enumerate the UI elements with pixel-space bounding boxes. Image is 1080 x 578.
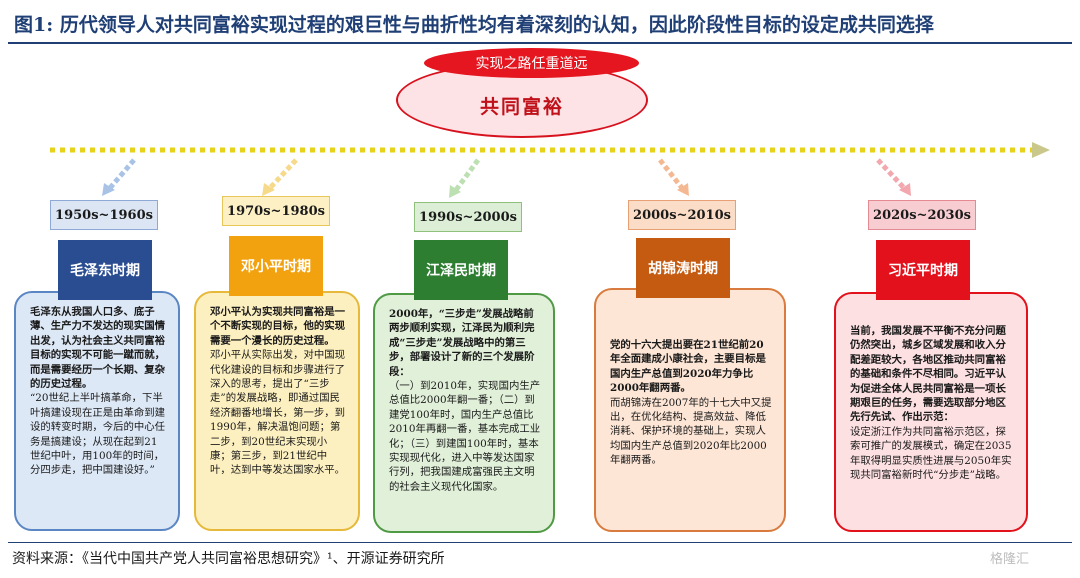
desc-box-5: 当前，我国发展不平衡不充分问题仍然突出，城乡区域发展和收入分配差距较大，各地区推… bbox=[834, 292, 1028, 532]
desc-bold-text-2: 邓小平认为实现共同富裕是一个不断实现的目标，他的实现需要一个漫长的历史过程。 bbox=[210, 306, 346, 347]
connector-arrow-4 bbox=[658, 158, 684, 190]
leader-box-4: 胡锦涛时期 bbox=[636, 238, 730, 298]
connector-arrowhead-4 bbox=[677, 183, 689, 196]
desc-normal-text-5: 设定浙江作为共同富裕示范区，探索可推广的发展模式，确定在2035年取得明显实质性… bbox=[850, 425, 1012, 482]
desc-box-1: 毛泽东从我国人口多、底子薄、生产力不发达的现实国情出发，认为社会主义共同富裕目标… bbox=[14, 291, 180, 531]
desc-normal-text-3: （一）到2010年，实现国内生产总值比2000年翻一番；（二）到建党100年时，… bbox=[389, 380, 541, 493]
figure-title-bar: 图1: 历代领导人对共同富裕实现过程的艰巨性与曲折性均有着深刻的认知，因此阶段性… bbox=[8, 6, 1072, 44]
connector-arrow-3 bbox=[453, 158, 481, 192]
source-note: 资料来源：《当代中国共产党人共同富裕思想研究》¹、开源证券研究所 bbox=[12, 551, 445, 567]
connector-arrowhead-1 bbox=[102, 183, 115, 196]
connector-arrowhead-3 bbox=[449, 185, 461, 198]
watermark-logo: 格隆汇 bbox=[990, 552, 1030, 567]
leader-box-3: 江泽民时期 bbox=[414, 240, 508, 300]
connector-arrow-5 bbox=[876, 158, 906, 190]
desc-box-3: 2000年，“三步走”发展战略前两步顺利实现，江泽民为顺利完成“三步走”发展战略… bbox=[373, 293, 555, 533]
connector-arrowhead-2 bbox=[262, 183, 275, 196]
leader-box-5: 习近平时期 bbox=[876, 240, 970, 300]
desc-normal-text-2: 邓小平从实际出发，对中国现代化建设的目标和步骤进行了深入的思考，提出了“三步走”… bbox=[210, 349, 346, 477]
footer-divider bbox=[8, 542, 1072, 543]
period-label-3: 1990s~2000s bbox=[414, 202, 522, 232]
desc-bold-text-4: 党的十六大提出要在21世纪前20年全面建成小康社会，主要目标是国内生产总值到20… bbox=[610, 339, 766, 395]
leader-box-1: 毛泽东时期 bbox=[58, 240, 152, 300]
period-label-4: 2000s~2010s bbox=[628, 200, 736, 230]
desc-normal-text-4: 而胡锦涛在2007年的十七大中又提出，在优化结构、提高效益、降低消耗、保护环境的… bbox=[610, 396, 772, 467]
title-underline bbox=[8, 42, 1072, 44]
connector-arrow-2 bbox=[268, 158, 298, 190]
connector-arrow-1 bbox=[108, 158, 136, 190]
leader-box-2: 邓小平时期 bbox=[229, 236, 323, 296]
period-label-2: 1970s~1980s bbox=[222, 196, 330, 226]
period-label-1: 1950s~1960s bbox=[50, 200, 158, 230]
desc-normal-text-1: “20世纪上半叶搞革命，下半叶搞建设现在正是由革命到建设的转变时期，今后的中心任… bbox=[30, 392, 166, 477]
goal-label-oval: 实现之路任重道远 bbox=[424, 48, 639, 78]
period-connector-arrows bbox=[102, 158, 911, 198]
desc-bold-text-1: 毛泽东从我国人口多、底子薄、生产力不发达的现实国情出发，认为社会主义共同富裕目标… bbox=[30, 306, 166, 391]
desc-bold-text-3: 2000年，“三步走”发展战略前两步顺利实现，江泽民为顺利完成“三步走”发展战略… bbox=[389, 308, 535, 378]
connector-arrowhead-5 bbox=[899, 183, 911, 196]
desc-box-4: 党的十六大提出要在21世纪前20年全面建成小康社会，主要目标是国内生产总值到20… bbox=[594, 288, 786, 532]
timeline-arrowhead bbox=[1032, 142, 1050, 158]
period-label-5: 2020s~2030s bbox=[868, 200, 976, 230]
desc-box-2: 邓小平认为实现共同富裕是一个不断实现的目标，他的实现需要一个漫长的历史过程。 邓… bbox=[194, 291, 360, 531]
desc-bold-text-5: 当前，我国发展不平衡不充分问题仍然突出，城乡区域发展和收入分配差距较大，各地区推… bbox=[850, 325, 1006, 424]
figure-title: 图1: 历代领导人对共同富裕实现过程的艰巨性与曲折性均有着深刻的认知，因此阶段性… bbox=[14, 14, 934, 36]
